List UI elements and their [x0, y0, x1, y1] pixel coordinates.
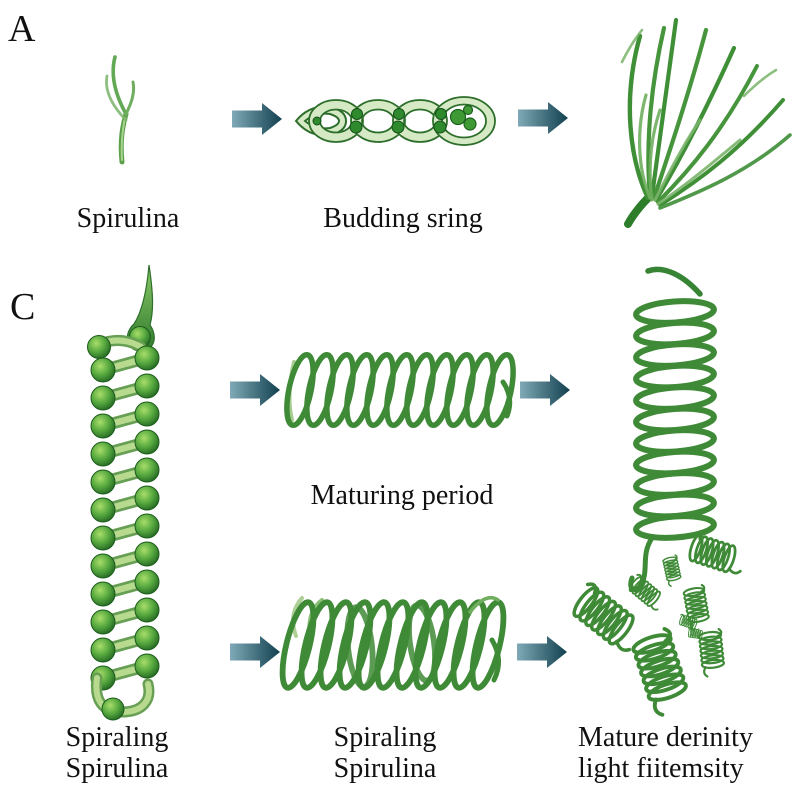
mature-density-caption: Mature derinity light fiitemsity — [578, 722, 753, 784]
caption-line: Spirulina — [65, 753, 169, 784]
budding-string-caption: Budding sring — [323, 203, 483, 234]
maturing-coil-art — [282, 352, 518, 427]
spirulina-filament-art — [105, 55, 136, 165]
right-arrow-icon — [230, 636, 280, 668]
right-arrow-icon — [232, 103, 282, 135]
caption-line: Spiraling — [333, 722, 437, 753]
caption-line: Spirulina — [333, 753, 437, 784]
spiraling-spirulina-caption-left: Spiraling Spirulina — [66, 722, 169, 784]
mature-frond-art — [620, 17, 792, 228]
compressed-coil-art — [276, 595, 510, 691]
caption-line: Spiraling — [65, 722, 169, 753]
maturing-period-caption: Maturing period — [310, 480, 494, 511]
budding-string-art — [294, 96, 496, 146]
spirulina-caption: Spirulina — [76, 203, 180, 234]
panel-a-label: A — [8, 8, 36, 50]
spiraling-spirulina-art — [88, 264, 160, 721]
right-arrow-icon — [230, 374, 280, 406]
right-arrow-icon — [518, 102, 568, 134]
dispersed-coils-art — [565, 530, 749, 720]
right-arrow-icon — [517, 636, 567, 668]
spiraling-spirulina-caption-middle: Spiraling Spirulina — [334, 722, 437, 784]
panel-c-label: C — [10, 286, 36, 328]
caption-line: light fiitemsity — [578, 753, 744, 784]
caption-line: Mature derinity — [578, 722, 753, 753]
right-arrow-icon — [520, 374, 570, 406]
